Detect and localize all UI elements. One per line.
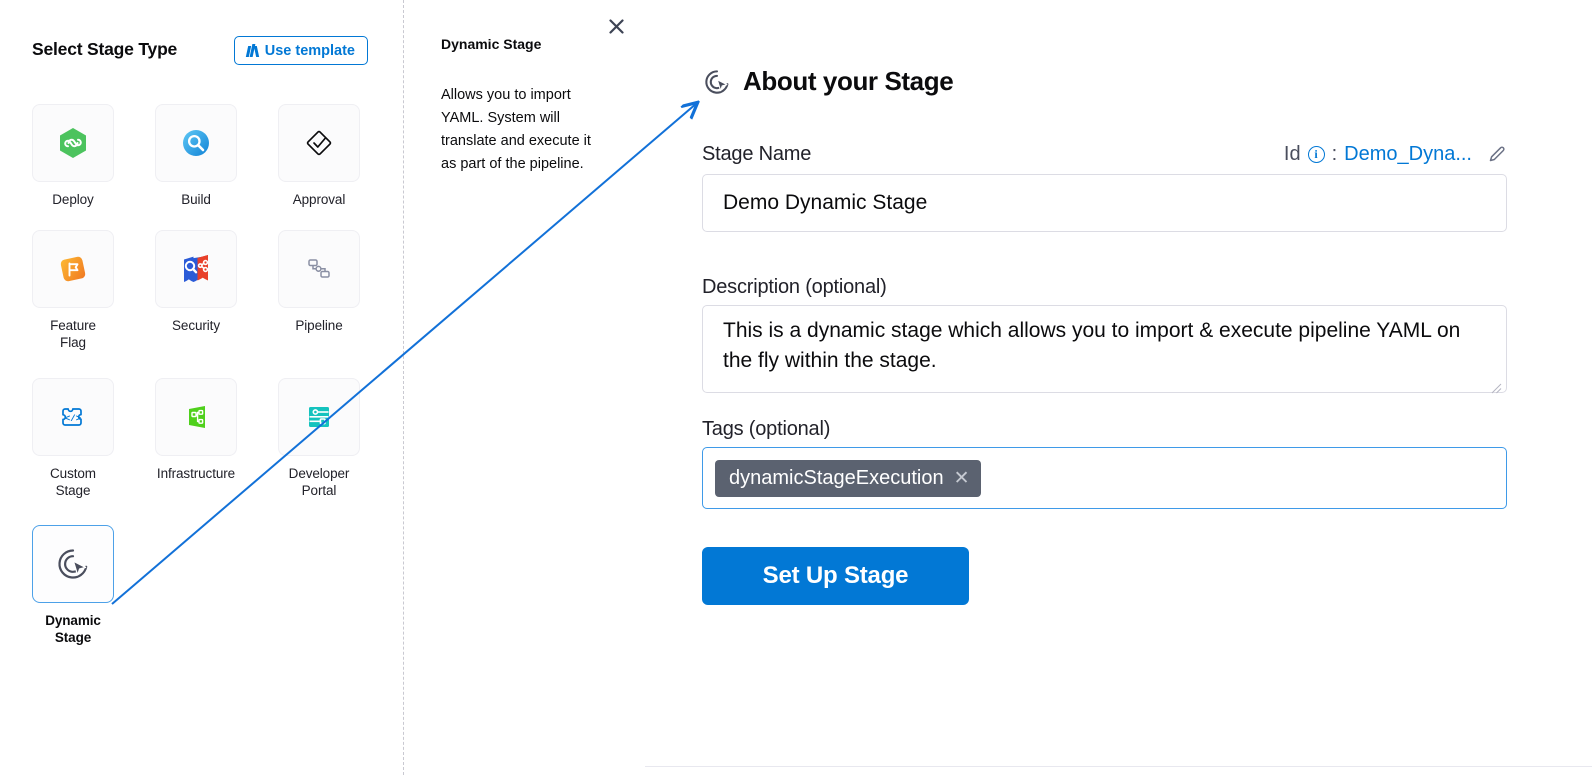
stage-info-description: Allows you to import YAML. System will t… — [441, 87, 591, 172]
stage-info-title: Dynamic Stage — [441, 36, 542, 52]
stage-card-dynamic-stage[interactable] — [32, 525, 114, 603]
use-template-button[interactable]: Use template — [234, 36, 368, 65]
select-stage-type-panel: Select Stage Type Use template — [0, 0, 403, 775]
stage-card-approval[interactable] — [278, 104, 360, 182]
stage-card-custom-stage[interactable]: </> — [32, 378, 114, 456]
infrastructure-icon — [189, 406, 205, 428]
stage-cell-custom-stage: </> Custom Stage — [32, 378, 114, 499]
stage-cell-dynamic-stage: Dynamic Stage — [32, 525, 114, 646]
dynamic-stage-target-icon — [705, 69, 729, 94]
tag-chip-label: dynamicStageExecution — [729, 466, 944, 489]
stage-id-row: Id i : Demo_Dyna... — [1284, 143, 1507, 166]
stage-cell-infrastructure: Infrastructure — [155, 378, 237, 499]
stage-id-value: Demo_Dyna... — [1344, 142, 1472, 165]
stage-grid-row: Feature Flag — [32, 230, 372, 351]
stage-grid-row: Dynamic Stage — [32, 525, 372, 646]
stage-grid-row: </> Custom Stage — [32, 378, 372, 499]
stage-name-input[interactable] — [702, 174, 1507, 232]
stage-grid-row: Deploy Build — [32, 104, 372, 208]
template-bars-icon — [246, 44, 259, 57]
page-title: Select Stage Type — [32, 39, 178, 59]
approval-check-icon — [306, 130, 332, 156]
tags-input[interactable]: dynamicStageExecution ✕ — [702, 447, 1507, 509]
stage-cell-approval: Approval — [278, 104, 360, 208]
about-heading-row: About your Stage — [702, 66, 954, 97]
set-up-stage-button[interactable]: Set Up Stage — [702, 547, 969, 605]
stage-cell-developer-portal: Developer Portal — [278, 378, 360, 499]
stage-card-infrastructure[interactable] — [155, 378, 237, 456]
feature-flag-icon — [60, 256, 86, 282]
stage-label-approval: Approval — [292, 192, 346, 207]
stage-name-label-row: Stage Name Id i : Demo_Dyna... — [702, 140, 1507, 168]
stage-card-pipeline[interactable] — [278, 230, 360, 308]
stage-cell-pipeline: Pipeline — [278, 230, 360, 351]
stage-label-security: Security — [172, 318, 220, 333]
footer-divider — [645, 766, 1592, 767]
close-icon[interactable] — [604, 14, 628, 38]
stage-label-dynamic-stage: Dynamic Stage — [45, 613, 101, 645]
description-field: Description (optional) This is a dynamic… — [702, 276, 1507, 398]
about-your-stage-panel: About your Stage Stage Name Id i : Demo_… — [640, 0, 1592, 775]
stage-info-panel: Dynamic Stage Allows you to import YAML.… — [404, 0, 976, 775]
stage-label-developer-portal: Developer Portal — [288, 466, 350, 498]
stage-label-deploy: Deploy — [52, 192, 94, 207]
stage-cell-security: Security — [155, 230, 237, 351]
developer-portal-icon — [309, 407, 329, 427]
stage-card-developer-portal[interactable] — [278, 378, 360, 456]
build-magnifier-icon — [183, 130, 209, 156]
use-template-label: Use template — [264, 42, 355, 59]
stage-card-deploy[interactable] — [32, 104, 114, 182]
stage-label-pipeline: Pipeline — [295, 318, 343, 333]
stage-label-infrastructure: Infrastructure — [156, 466, 236, 481]
stage-id-label: Id — [1283, 142, 1301, 165]
description-label: Description (optional) — [702, 276, 887, 298]
about-heading: About your Stage — [743, 66, 954, 96]
deploy-hexagon-icon — [60, 128, 86, 158]
stage-label-custom-stage: Custom Stage — [50, 466, 96, 498]
stage-label-build: Build — [181, 192, 211, 207]
security-shields-icon — [184, 255, 209, 282]
custom-stage-code-icon: </> — [62, 408, 82, 426]
stage-cell-build: Build — [155, 104, 237, 208]
stage-label-feature-flag: Feature Flag — [50, 318, 96, 350]
stage-form: Stage Name Id i : Demo_Dyna... Descripti… — [702, 140, 1507, 605]
stage-card-build[interactable] — [155, 104, 237, 182]
tag-chip: dynamicStageExecution ✕ — [715, 459, 981, 497]
stage-card-feature-flag[interactable] — [32, 230, 114, 308]
pencil-icon[interactable] — [1487, 144, 1507, 164]
tag-remove-icon[interactable]: ✕ — [953, 467, 970, 489]
stage-type-grid: Deploy Build — [32, 104, 372, 655]
stage-card-security[interactable] — [155, 230, 237, 308]
tags-label: Tags (optional) — [702, 418, 831, 440]
svg-text:</>: </> — [65, 414, 81, 424]
tags-field: Tags (optional) dynamicStageExecution ✕ — [702, 418, 1507, 509]
stage-id-separator: : — [1331, 142, 1338, 165]
left-panel-header: Select Stage Type Use template — [32, 36, 372, 66]
dynamic-stage-target-icon — [58, 549, 88, 579]
pipeline-nodes-icon — [308, 259, 330, 278]
stage-name-label: Stage Name — [702, 142, 812, 165]
description-textarea[interactable]: This is a dynamic stage which allows you… — [702, 305, 1507, 393]
stage-cell-deploy: Deploy — [32, 104, 114, 208]
info-icon[interactable]: i — [1307, 145, 1325, 163]
stage-cell-feature-flag: Feature Flag — [32, 230, 114, 351]
